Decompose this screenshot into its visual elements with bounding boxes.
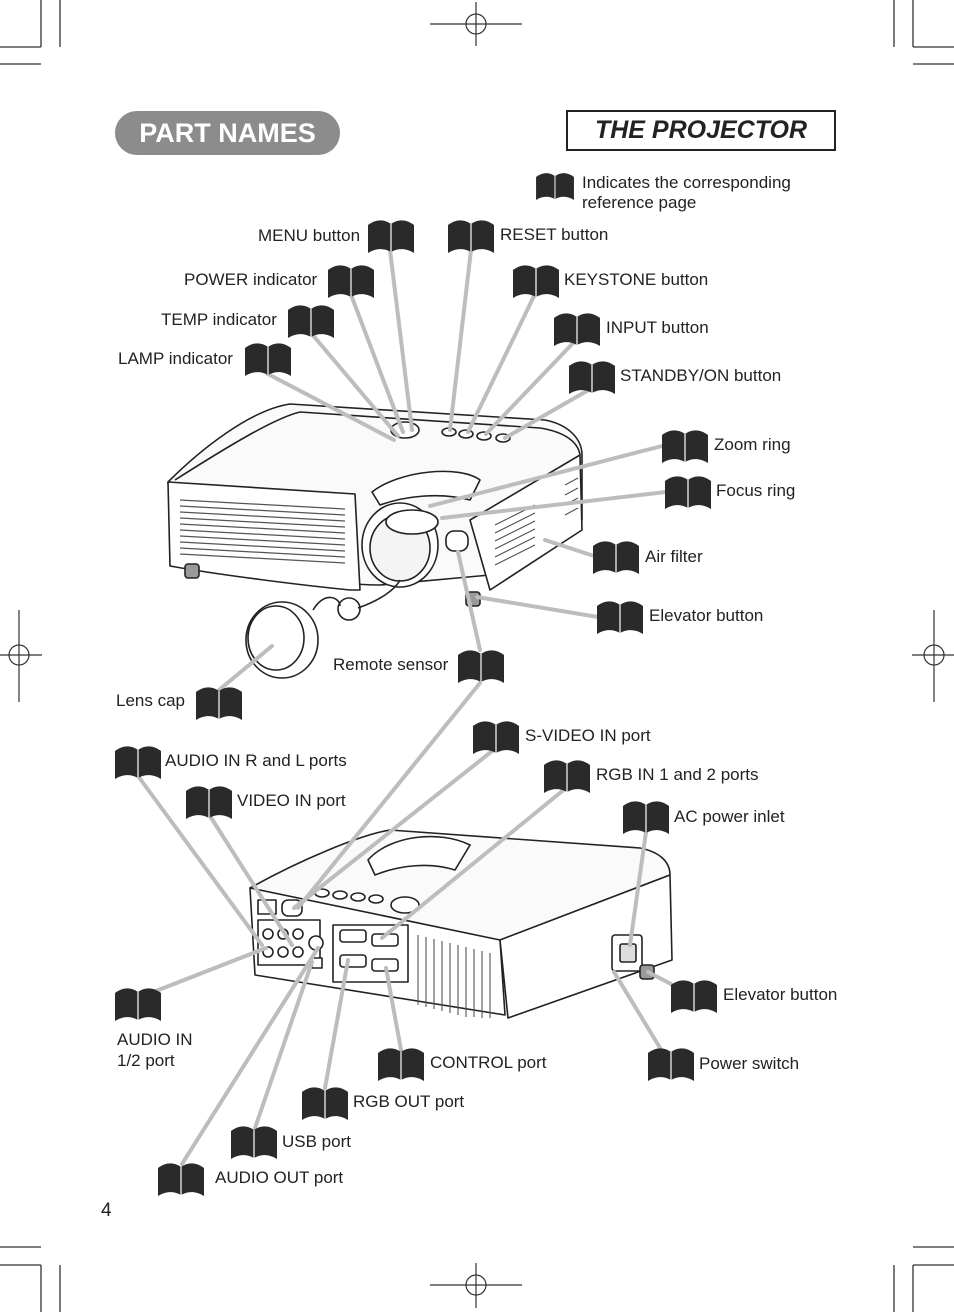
label-zoom-ring: Zoom ring bbox=[714, 435, 791, 454]
book-icon bbox=[158, 1162, 204, 1196]
label-lamp-indicator: LAMP indicator bbox=[118, 349, 233, 368]
book-icon bbox=[554, 312, 600, 346]
label-audio-out: AUDIO OUT port bbox=[215, 1168, 344, 1187]
book-icon bbox=[231, 1125, 277, 1159]
book-icon bbox=[473, 720, 519, 754]
section-title: PART NAMES bbox=[115, 111, 340, 155]
leader-line-remote-rear bbox=[296, 681, 482, 910]
label-power-switch: Power switch bbox=[699, 1054, 800, 1073]
label-lens-cap: Lens cap bbox=[116, 691, 185, 710]
book-icon bbox=[288, 304, 334, 338]
book-icon bbox=[662, 429, 708, 463]
book-icon bbox=[597, 600, 643, 634]
book-icon bbox=[448, 219, 494, 253]
book-icon bbox=[378, 1047, 424, 1081]
projector-front-illustration bbox=[167, 403, 583, 679]
book-icon bbox=[536, 172, 574, 200]
label-rgb-in: RGB IN 1 and 2 ports bbox=[596, 765, 759, 784]
label-audio-in-rl: AUDIO IN R and L ports bbox=[165, 751, 347, 770]
book-icon bbox=[569, 360, 615, 394]
label-video-in: VIDEO IN port bbox=[237, 791, 346, 810]
book-icon bbox=[665, 475, 711, 509]
book-icon bbox=[245, 342, 291, 376]
legend-text: Indicates the corresponding reference pa… bbox=[582, 173, 791, 213]
page-number: 4 bbox=[101, 1200, 112, 1221]
book-icon bbox=[593, 540, 639, 574]
book-icon bbox=[328, 264, 374, 298]
book-icon bbox=[671, 979, 717, 1013]
subsection-title: THE PROJECTOR bbox=[566, 110, 836, 151]
book-icon bbox=[368, 219, 414, 253]
label-keystone-button: KEYSTONE button bbox=[564, 270, 709, 289]
leader-lines bbox=[136, 248, 696, 1166]
label-control-port: CONTROL port bbox=[430, 1053, 547, 1072]
book-icon bbox=[458, 649, 504, 683]
book-icon bbox=[544, 759, 590, 793]
label-audio-in-12-line2: 1/2 port bbox=[117, 1051, 175, 1070]
label-standby-button: STANDBY/ON button bbox=[620, 366, 782, 385]
book-icon bbox=[115, 745, 161, 779]
label-focus-ring: Focus ring bbox=[716, 481, 796, 500]
label-remote-sensor: Remote sensor bbox=[333, 655, 449, 674]
label-air-filter: Air filter bbox=[645, 547, 703, 566]
book-icon bbox=[648, 1047, 694, 1081]
label-elevator-button-rear: Elevator button bbox=[723, 985, 838, 1004]
label-usb-port: USB port bbox=[282, 1132, 351, 1151]
legend-line-1: Indicates the corresponding bbox=[582, 173, 791, 192]
book-icon bbox=[302, 1086, 348, 1120]
label-audio-in-12-line1: AUDIO IN bbox=[117, 1030, 193, 1049]
book-icon bbox=[196, 686, 242, 720]
label-svideo-in: S-VIDEO IN port bbox=[525, 726, 651, 745]
label-power-indicator: POWER indicator bbox=[184, 270, 318, 289]
label-reset-button: RESET button bbox=[500, 225, 609, 244]
book-icon bbox=[186, 785, 232, 819]
book-icon bbox=[513, 264, 559, 298]
label-ac-inlet: AC power inlet bbox=[674, 807, 785, 826]
label-input-button: INPUT button bbox=[606, 318, 709, 337]
label-temp-indicator: TEMP indicator bbox=[161, 310, 277, 329]
label-menu-button: MENU button bbox=[258, 226, 361, 245]
book-icon bbox=[623, 800, 669, 834]
label-rgb-out: RGB OUT port bbox=[353, 1092, 465, 1111]
label-elevator-button-front: Elevator button bbox=[649, 606, 764, 625]
book-icon bbox=[115, 987, 161, 1021]
legend-line-2: reference page bbox=[582, 193, 697, 212]
